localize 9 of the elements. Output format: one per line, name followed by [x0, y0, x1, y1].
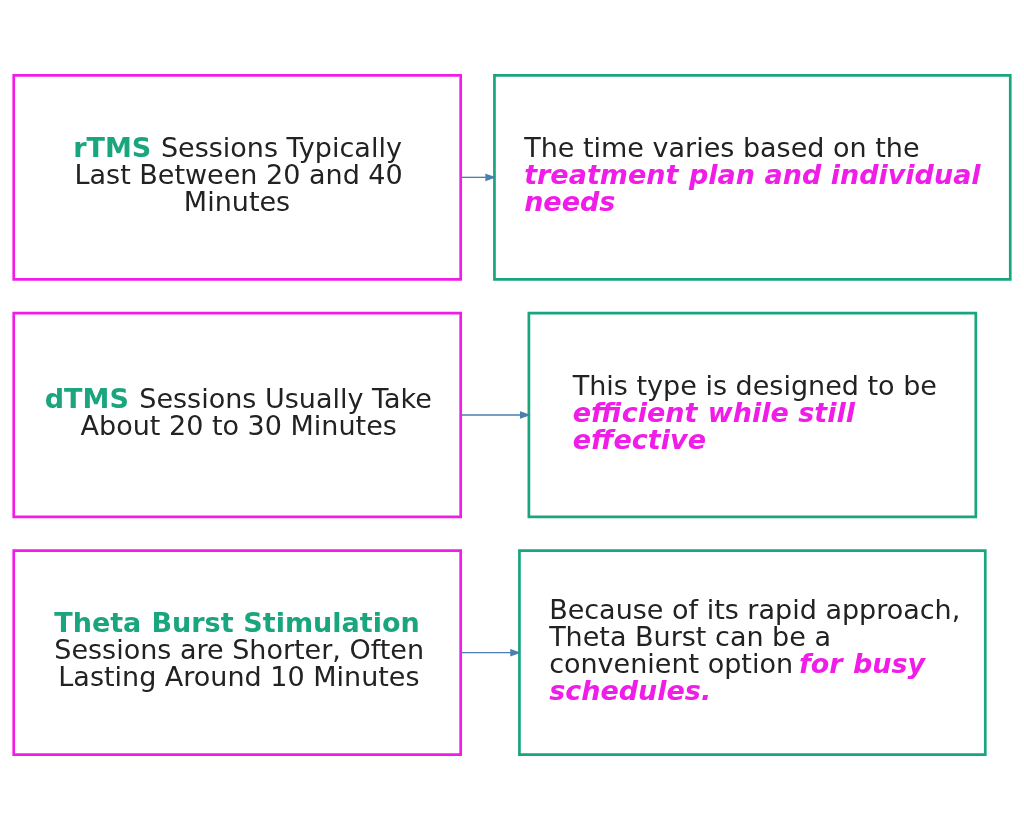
arrow — [460, 411, 531, 419]
node-box: The time varies based on the treatment plan and individual needs — [493, 74, 1012, 281]
arrow — [460, 173, 497, 182]
node-box: dTMS Sessions Usually Take About 20 to 30 Minutes — [12, 311, 463, 519]
node-box: rTMS Sessions Typically Last Between 20 and 40 Minutes — [12, 74, 463, 281]
arrow — [460, 648, 522, 657]
node-box: This type is designed to be efficient while still effective — [527, 311, 978, 519]
node-box: Because of its rapid approach, Theta Burst can be a convenient option for busy schedules. — [518, 549, 987, 756]
node-box: Theta Burst Stimulation Sessions are Shorter, Often Lasting Around 10 Minutes — [12, 549, 463, 756]
